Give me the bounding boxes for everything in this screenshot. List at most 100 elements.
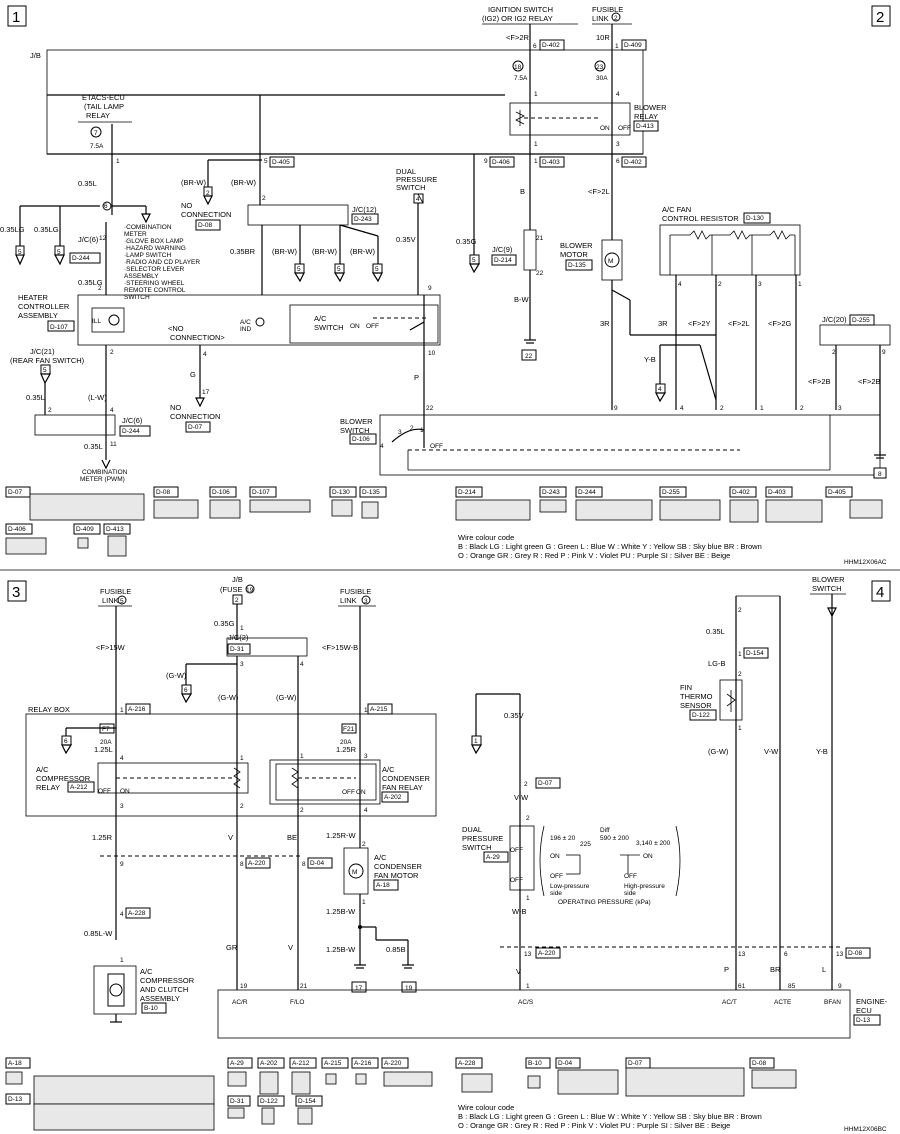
- diagram-label: D-08: [156, 489, 170, 496]
- diagram-label: 0.35L: [84, 442, 103, 451]
- component-box: [743, 647, 769, 659]
- component-box: [343, 847, 369, 895]
- diagram-label: 8: [240, 861, 244, 868]
- diagram-label: 2: [738, 671, 742, 678]
- diagram-label: High-pressure: [624, 883, 665, 890]
- diagram-label: A/C: [140, 967, 153, 976]
- component-box: [119, 425, 151, 437]
- wire-segment: [699, 344, 717, 401]
- diagram-label: <F>2L: [588, 187, 610, 196]
- diagram-label: <NO: [168, 324, 184, 333]
- diagram-label: 225: [580, 841, 591, 848]
- diagram-label: ASSEMBLY: [124, 273, 159, 280]
- diagram-label: D-406: [492, 159, 510, 166]
- diagram-label: 6: [104, 203, 108, 210]
- component-box: [359, 486, 387, 498]
- jb-label: J/B: [30, 51, 41, 60]
- component-box: [269, 759, 381, 805]
- component-box: [93, 965, 137, 1015]
- diagram-label: AC/S: [518, 999, 534, 1006]
- diagram-label: 3: [838, 405, 842, 412]
- component-box: [565, 259, 593, 271]
- diagram-label: A-212: [70, 784, 88, 791]
- diagram-label: 1: [420, 427, 424, 434]
- component-box: [7, 580, 27, 602]
- diagram-label: OFF: [342, 789, 355, 796]
- diagram-label: D-244: [578, 489, 596, 496]
- diagram-label: Low-pressure: [550, 883, 590, 890]
- diagram-label: CONTROL RESISTOR: [662, 214, 739, 223]
- diagram-label: 196 ± 20: [550, 835, 576, 842]
- diagram-label: 1: [300, 753, 304, 760]
- component-box: [381, 1057, 409, 1069]
- terminal-marker: [594, 60, 606, 72]
- diagram-label: J/C(6): [122, 416, 143, 425]
- diagram-label: SWITCH: [812, 584, 842, 593]
- component-box: [5, 486, 31, 498]
- diagram-label: A/C: [382, 765, 395, 774]
- diagram-label: CONNECTION>: [170, 333, 225, 342]
- diagram-label: D-07: [538, 780, 552, 787]
- component-box: [47, 320, 75, 332]
- diagram-label: PRESSURE: [396, 175, 437, 184]
- diagram-label: THERMO: [680, 692, 713, 701]
- diagram-label: 4: [120, 911, 124, 918]
- component-box: [527, 1075, 541, 1089]
- diagram-label: HHM12X06BC: [844, 1126, 887, 1133]
- diagram-label: ECU: [856, 1006, 872, 1015]
- diagram-label: 5: [297, 266, 301, 273]
- diagram-label: A-202: [384, 794, 402, 801]
- diagram-label: D-154: [746, 650, 764, 657]
- component-box: [525, 1057, 551, 1069]
- diagram-label: 1: [526, 895, 530, 902]
- component-box: [209, 486, 237, 498]
- component-box: [555, 1057, 581, 1069]
- diagram-label: 0.35BR: [230, 247, 256, 256]
- component-box: [749, 1057, 775, 1069]
- wire-path: [40, 373, 52, 385]
- component-box: [659, 486, 687, 498]
- diagram-label: V-W: [764, 747, 779, 756]
- diagram-label: ·SELECTOR LEVER: [124, 266, 185, 273]
- diagram-label: SWITCH: [396, 183, 426, 192]
- diagram-label: D-135: [362, 489, 380, 496]
- diagram-label: A-215: [370, 706, 388, 713]
- component-box: [329, 486, 357, 498]
- diagram-label: A-216: [128, 706, 146, 713]
- panel-2-label: 2: [876, 9, 884, 26]
- diagram-label: O : Orange GR : Grey R : Red P : Pink V …: [458, 551, 730, 560]
- diagram-label: D-130: [746, 215, 764, 222]
- diagram-label: 0.35LG: [34, 225, 59, 234]
- diagram-label: J/C(9): [492, 245, 513, 254]
- diagram-label: D-409: [76, 526, 94, 533]
- diagram-label: REMOTE CONTROL: [124, 287, 186, 294]
- diagram-label: W-B: [512, 907, 526, 916]
- wire-path: [371, 272, 383, 283]
- diagram-label: 0.35G: [214, 619, 235, 628]
- diagram-label: side: [550, 890, 562, 897]
- diagram-label: RELAY BOX: [28, 705, 70, 714]
- component-box: [73, 523, 101, 535]
- diagram-label: 2: [524, 781, 528, 788]
- diagram-label: COMPRESSOR: [140, 976, 195, 985]
- component-box: [659, 224, 801, 276]
- diagram-label: 3,140 ± 200: [636, 840, 671, 847]
- diagram-label: D-122: [692, 712, 710, 719]
- diagram-label: 2: [300, 807, 304, 814]
- diagram-label: D-413: [636, 123, 654, 130]
- component-box: [5, 1071, 23, 1085]
- diagram-label: 0.35V: [504, 711, 524, 720]
- component-box: [455, 486, 483, 498]
- diagram-label: 3: [364, 598, 368, 605]
- diagram-label: 8: [302, 861, 306, 868]
- diagram-label: B-W: [514, 295, 530, 304]
- diagram-label: ENGINE-: [856, 997, 888, 1006]
- diagram-label: METER (PWM): [80, 476, 125, 483]
- diagram-label: OFF: [550, 873, 563, 880]
- diagram-label: 6: [64, 738, 68, 745]
- diagram-label: 1: [526, 983, 530, 990]
- diagram-label: FIN: [680, 683, 692, 692]
- diagram-label: 10: [428, 350, 436, 357]
- diagram-label: 1: [474, 738, 478, 745]
- diagram-label: side: [624, 890, 636, 897]
